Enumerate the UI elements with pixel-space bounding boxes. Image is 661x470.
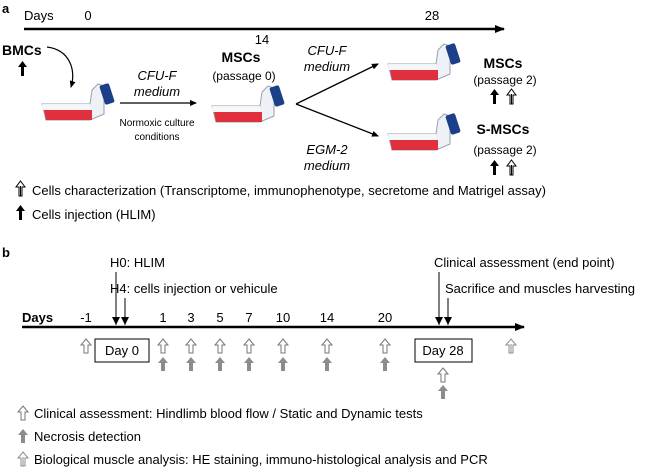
day-tick-5: 5	[216, 310, 223, 325]
legend-necrosis-icon	[18, 429, 28, 443]
day-tick-10: 10	[276, 310, 290, 325]
clinical-icon-day5	[214, 338, 226, 354]
day0-box	[94, 338, 150, 363]
legend-injection-icon	[16, 205, 25, 220]
medium-2-line1: CFU-F	[308, 43, 348, 58]
sacrifice-label: Sacrifice and muscles harvesting	[445, 281, 635, 296]
panel-b-days-label: Days	[22, 310, 53, 325]
flask-bmcs	[41, 82, 116, 121]
clinical-icon-day28	[437, 367, 449, 383]
necrosis-icon-day14	[322, 357, 332, 371]
legend-necrosis: Necrosis detection	[34, 429, 141, 444]
clinical-end-label: Clinical assessment (end point)	[434, 255, 615, 270]
smscs-injection-icon	[490, 160, 499, 175]
sacrifice-arrowhead	[444, 317, 452, 325]
normoxic-line1: Normoxic culture	[119, 118, 194, 129]
day-tick-14: 14	[320, 310, 334, 325]
clinical-end-arrowhead	[435, 317, 443, 325]
clinical-icon-day14	[321, 338, 333, 354]
bmcs-to-flask-arrow	[46, 46, 76, 88]
legend-characterization: Cells characterization (Transcriptome, i…	[32, 183, 546, 198]
smscs-characterization-icon	[506, 159, 517, 176]
necrosis-icon-day5	[215, 357, 225, 371]
panel-a-day-14: 14	[255, 32, 269, 47]
clinical-icon-day-minus1	[80, 338, 92, 354]
h4-arrowhead	[121, 317, 129, 325]
legend-injection: Cells injection (HLIM)	[32, 207, 156, 222]
panel-a-days-label: Days	[24, 8, 54, 23]
medium-3-line2: medium	[304, 158, 350, 173]
h4-label: H4: cells injection or vehicule	[110, 281, 278, 296]
bmcs-injection-icon	[18, 61, 27, 76]
flask-mscs-p2	[387, 42, 462, 81]
mscs-p0-sub: (passage 0)	[212, 69, 275, 83]
day-tick-28: Day 28	[422, 343, 463, 358]
panel-a-label: a	[2, 1, 10, 16]
necrosis-icon-day10	[278, 357, 288, 371]
clinical-icon-day7	[243, 338, 255, 354]
smscs-title: S-MSCs	[477, 121, 530, 137]
day-tick-0: Day 0	[105, 343, 139, 358]
day-tick-1: 1	[159, 310, 166, 325]
branch-arrow-down	[295, 103, 379, 137]
legend-biological: Biological muscle analysis: HE staining,…	[34, 452, 488, 467]
medium-1-line2: medium	[134, 84, 180, 99]
panel-a-day-0: 0	[84, 8, 91, 23]
legend-biological-icon	[17, 451, 29, 467]
mscs-p2-title: MSCs	[484, 55, 523, 71]
flask-mscs-p0	[211, 84, 286, 123]
h0-label: H0: HLIM	[110, 255, 165, 270]
mscs-p2-injection-icon	[490, 89, 499, 104]
panel-a-day-28: 28	[425, 8, 439, 23]
h0-arrowhead	[112, 317, 120, 325]
necrosis-icon-day1	[158, 357, 168, 371]
mscs-p0-title: MSCs	[222, 49, 261, 65]
necrosis-icon-day20	[380, 357, 390, 371]
necrosis-icon-day3	[186, 357, 196, 371]
panel-b-label: b	[2, 245, 10, 260]
medium-2-line2: medium	[304, 59, 350, 74]
normoxic-line2: conditions	[134, 132, 179, 143]
clinical-icon-day3	[185, 338, 197, 354]
branch-arrow-up	[295, 63, 379, 105]
clinical-icon-day1	[157, 338, 169, 354]
flask-smscs	[387, 112, 462, 151]
mscs-p2-sub: (passage 2)	[473, 73, 536, 87]
smscs-sub: (passage 2)	[473, 143, 536, 157]
day-tick-7: 7	[245, 310, 252, 325]
medium-3-line1: EGM-2	[306, 142, 348, 157]
clinical-icon-day20	[379, 338, 391, 354]
day-tick-3: 3	[187, 310, 194, 325]
medium-1-line1: CFU-F	[138, 68, 178, 83]
biological-icon-endpoint	[505, 338, 517, 354]
legend-clinical: Clinical assessment: Hindlimb blood flow…	[34, 406, 423, 421]
day28-box	[414, 338, 473, 363]
clinical-icon-day10	[277, 338, 289, 354]
day-tick-minus1: -1	[80, 310, 92, 325]
bmcs-title: BMCs	[2, 42, 42, 58]
legend-clinical-icon	[17, 405, 29, 421]
day-tick-20: 20	[378, 310, 392, 325]
legend-characterization-icon	[15, 180, 26, 197]
necrosis-icon-day7	[244, 357, 254, 371]
necrosis-icon-day28	[438, 385, 448, 399]
mscs-p2-characterization-icon	[506, 88, 517, 105]
